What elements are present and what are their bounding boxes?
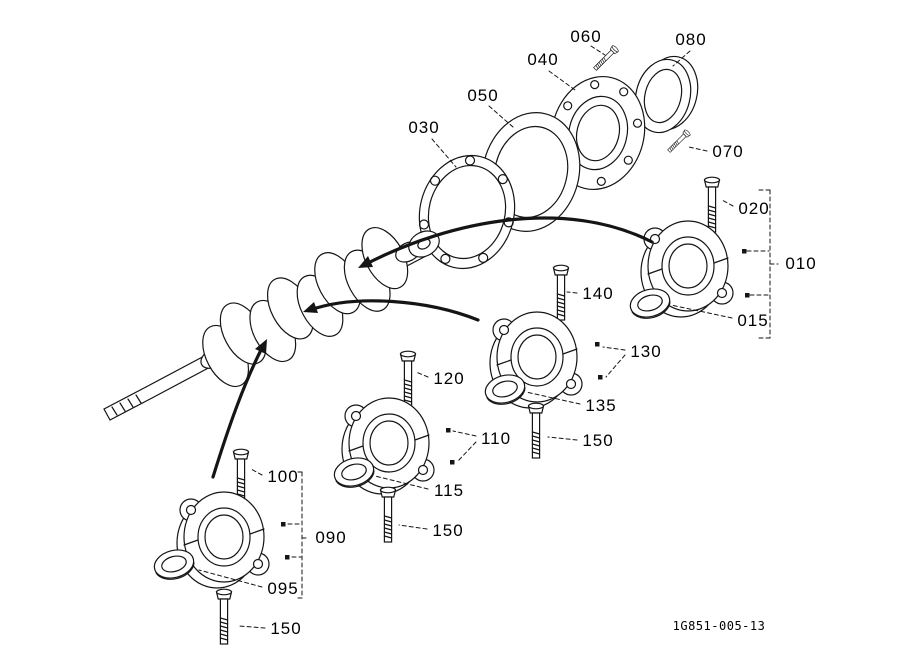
group-brackets [294, 189, 779, 599]
bolt-150-lower [215, 588, 233, 645]
bolt-120 [399, 350, 417, 407]
bolt-150-middle [379, 486, 397, 543]
gasket-030 [418, 154, 516, 270]
callout-150-lower: 150 [270, 619, 302, 638]
callout-095: 095 [267, 579, 299, 598]
callout-050: 050 [467, 86, 499, 105]
bolt-020 [703, 176, 721, 233]
callout-100: 100 [267, 467, 299, 486]
callout-010: 010 [785, 254, 817, 273]
callout-090: 090 [315, 528, 347, 547]
drawing-number: 1G851-005-13 [672, 619, 766, 633]
leader-lines [198, 45, 770, 629]
callout-040: 040 [527, 50, 559, 69]
bolt-150-upper [527, 402, 545, 459]
bearing-case-090 [176, 491, 270, 589]
callout-135: 135 [585, 396, 617, 415]
callout-020: 020 [738, 199, 770, 218]
callout-070: 070 [712, 142, 744, 161]
callout-110: 110 [480, 429, 512, 448]
callout-015: 015 [737, 311, 769, 330]
callout-060: 060 [570, 27, 602, 46]
callout-150-upper: 150 [582, 431, 614, 450]
oil-seal-080 [634, 55, 699, 134]
callout-130: 130 [630, 342, 662, 361]
callout-120: 120 [433, 369, 465, 388]
callout-030: 030 [408, 118, 440, 137]
connection-dots [281, 249, 750, 560]
callout-150-middle: 150 [432, 521, 464, 540]
assembly-arrows [211, 216, 654, 479]
callout-115: 115 [433, 481, 465, 500]
screw-060 [591, 44, 620, 73]
callout-080: 080 [675, 30, 707, 49]
callout-140: 140 [582, 284, 614, 303]
screw-070 [665, 128, 692, 155]
bolt-140 [552, 264, 570, 321]
